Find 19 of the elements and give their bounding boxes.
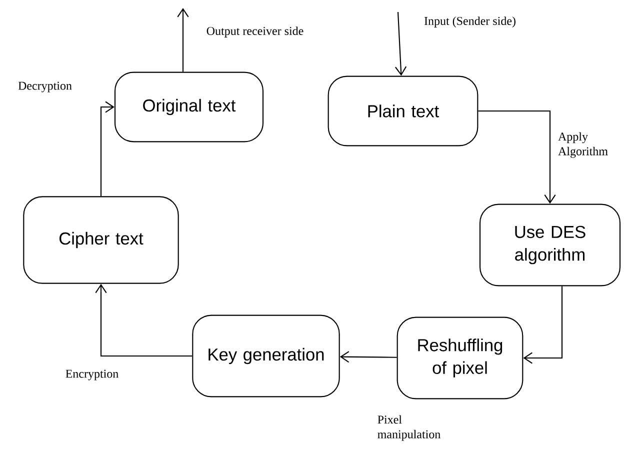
- arrow: [395, 12, 407, 76]
- edge-label: Output receiver side: [205, 25, 305, 39]
- edge-label: Apply Algorithm: [556, 130, 612, 160]
- edge-label: Pixel manipulation: [376, 414, 448, 442]
- edge-label: Input (Sender side): [422, 15, 518, 29]
- edge-label: Encryption: [64, 368, 120, 382]
- arrow: [340, 351, 397, 363]
- arrow: [523, 286, 563, 364]
- process-box: Plain text: [328, 76, 478, 146]
- process-box: Original text: [114, 72, 264, 142]
- edge-label: Decryption: [16, 80, 74, 94]
- process-box: Key generation: [192, 314, 340, 398]
- arrow: [177, 8, 189, 72]
- process-box: Reshuffling of pixel: [396, 316, 524, 400]
- arrow: [478, 110, 556, 204]
- arrow: [95, 284, 192, 357]
- process-box: Use DES algorithm: [479, 204, 621, 286]
- arrow: [100, 101, 114, 196]
- process-box: Cipher text: [23, 196, 179, 284]
